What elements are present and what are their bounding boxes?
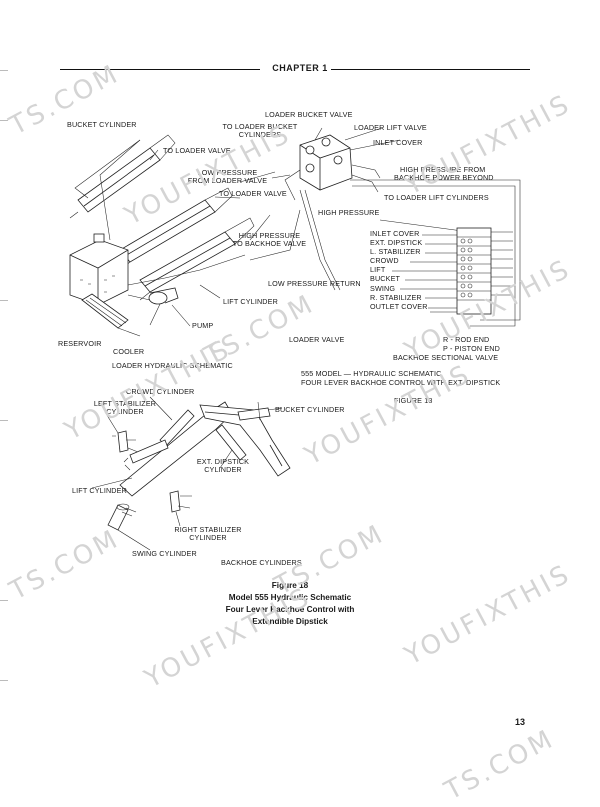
- label-bucket-cylinder-bottom: BUCKET CYLINDER: [275, 405, 345, 414]
- header-rule-left: [60, 69, 260, 70]
- label-high-pressure-backhoe: HIGH PRESSURE FROM BACKHOE POWER BEYOND: [394, 165, 494, 183]
- label-lift-cylinder-bottom: LIFT CYLINDER: [72, 486, 127, 495]
- label-to-loader-bucket-cylinders: TO LOADER BUCKET CYLINDERS: [222, 122, 298, 140]
- backhoe-cylinders-shape: [107, 401, 291, 531]
- page-number: 13: [514, 717, 525, 727]
- label-low-pressure-return: LOW PRESSURE RETURN: [268, 279, 361, 288]
- label-swing-cylinder: SWING CYLINDER: [132, 549, 197, 558]
- valve-section-label: BUCKET: [370, 274, 401, 284]
- cooler-shape: [81, 293, 129, 329]
- label-crowd-cylinder: CROWD CYLINDER: [126, 387, 195, 396]
- margin-tick: [0, 120, 8, 121]
- label-high-pressure-to-backhoe: HIGH PRESSURE TO BACKHOE VALVE: [232, 231, 307, 249]
- margin-tick: [0, 70, 8, 71]
- caption-line: Figure 18: [271, 581, 309, 590]
- label-reservoir: RESERVOIR: [58, 339, 102, 348]
- label-backhoe-cylinders: BACKHOE CYLINDERS: [221, 558, 302, 567]
- valve-section-label: EXT. DIPSTICK: [370, 238, 423, 248]
- label-cooler: COOLER: [113, 347, 145, 356]
- label-low-pressure-from-loader: LOW PRESSURE FROM LOADER VALVE: [187, 168, 268, 186]
- label-loader-valve: LOADER VALVE: [289, 335, 345, 344]
- label-backhoe-sectional-valve: BACKHOE SECTIONAL VALVE: [393, 353, 499, 362]
- backhoe-valve-stack-shape: [456, 227, 513, 315]
- label-figure-1b: FIGURE 18: [394, 396, 433, 405]
- lift-cylinder-shape: [139, 217, 255, 301]
- label-to-loader-valve-1: TO LOADER VALVE: [163, 146, 231, 155]
- label-loader-hydraulic-schematic: LOADER HYDRAULIC SCHEMATIC: [112, 361, 233, 370]
- valve-section-label: L. STABILIZER: [370, 247, 421, 257]
- valve-sections-list: INLET COVER EXT. DIPSTICK L. STABILIZER …: [370, 229, 428, 311]
- margin-tick: [0, 600, 8, 601]
- label-piston-end: P - PISTON END: [443, 344, 500, 353]
- figure-caption: Figure 18 Model 555 Hydraulic Schematic …: [0, 580, 580, 628]
- chapter-heading: CHAPTER 1: [0, 63, 600, 73]
- valve-section-label: LIFT: [370, 265, 386, 275]
- label-model-title-2: FOUR LEVER BACKHOE CONTROL WITH EXT. DIP…: [301, 378, 501, 387]
- margin-tick: [0, 420, 8, 421]
- margin-tick: [0, 300, 8, 301]
- label-model-title-1: 555 MODEL — HYDRAULIC SCHEMATIC: [301, 369, 442, 378]
- valve-section-label: R. STABILIZER: [370, 292, 422, 302]
- label-to-loader-valve-2: TO LOADER VALVE: [219, 189, 287, 198]
- bucket-cylinder-shape: [69, 134, 176, 219]
- label-bucket-cylinder-top: BUCKET CYLINDER: [67, 120, 137, 129]
- caption-line: Four Lever Backhoe Control with: [225, 604, 355, 614]
- label-loader-lift-valve: LOADER LIFT VALVE: [354, 123, 427, 132]
- valve-section-label: CROWD: [370, 256, 399, 266]
- label-pump: PUMP: [192, 321, 214, 330]
- label-high-pressure: HIGH PRESSURE: [318, 208, 380, 217]
- label-rod-end: R - ROD END: [443, 335, 490, 344]
- loader-valve-cluster-shape: [284, 134, 381, 201]
- reservoir-shape: [69, 233, 129, 306]
- label-to-loader-lift-cylinders: TO LOADER LIFT CYLINDERS: [384, 193, 489, 202]
- caption-line: Extendible Dipstick: [252, 616, 328, 626]
- label-left-stabilizer: LEFT STABILIZER CYLINDER: [93, 399, 157, 417]
- caption-line: Model 555 Hydraulic Schematic: [228, 592, 352, 602]
- valve-section-label: OUTLET COVER: [370, 301, 428, 311]
- margin-tick: [0, 680, 8, 681]
- label-right-stabilizer: RIGHT STABILIZER CYLINDER: [174, 525, 242, 543]
- label-loader-bucket-valve: LOADER BUCKET VALVE: [265, 110, 353, 119]
- pump-shape: [148, 287, 179, 305]
- valve-section-label: SWING: [370, 283, 396, 293]
- label-lift-cylinder-top: LIFT CYLINDER: [223, 297, 278, 306]
- label-ext-dipstick: EXT. DIPSTICK CYLINDER: [196, 457, 250, 475]
- header-rule-right: [330, 69, 530, 70]
- label-inlet-cover-top: INLET COVER: [373, 138, 423, 147]
- valve-section-label: INLET COVER: [370, 229, 420, 238]
